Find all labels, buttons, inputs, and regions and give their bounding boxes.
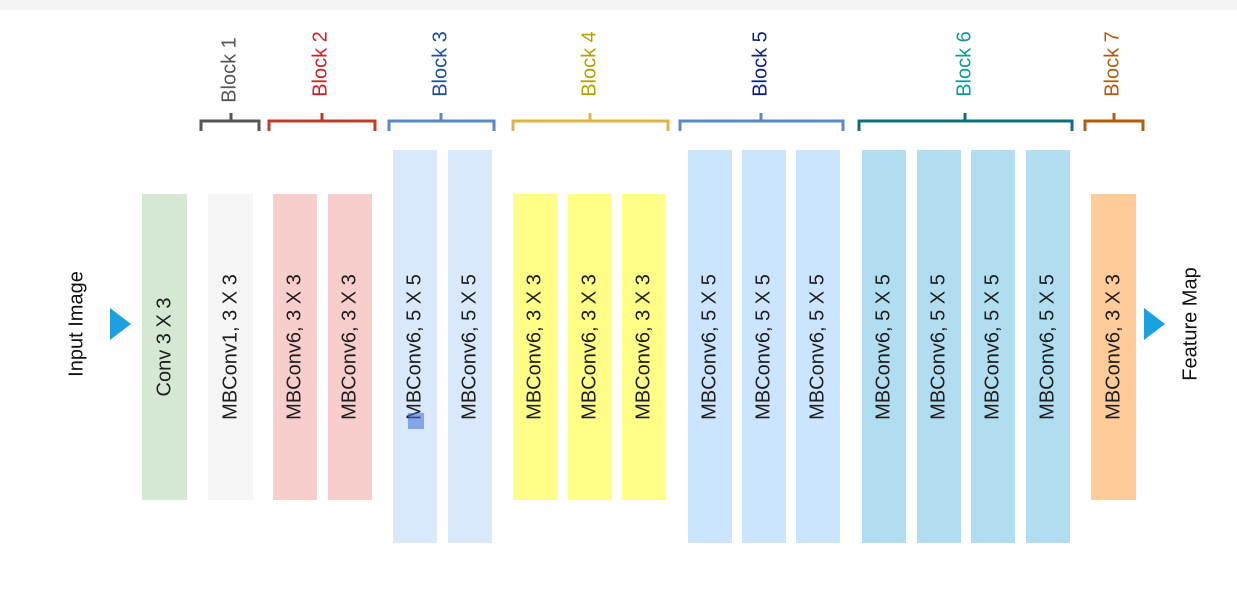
layer-label: MBConv6, 3 X 3: [283, 274, 306, 420]
layer-block6: MBConv6, 5 X 5: [1026, 150, 1070, 543]
layer-block1: MBConv1, 3 X 3: [208, 194, 253, 500]
layer-label: MBConv6, 5 X 5: [927, 273, 950, 420]
layer-block2: MBConv6, 3 X 3: [328, 194, 372, 500]
layer-block4: MBConv6, 3 X 3: [568, 194, 612, 500]
block-2-label: Block 2: [309, 31, 332, 97]
layer-label: MBConv6, 5 X 5: [981, 273, 1004, 420]
layer-label: MBConv6, 3 X 3: [1102, 274, 1124, 420]
layer-label: MBConv6, 5 X 5: [458, 273, 481, 420]
layer-block3: MBConv6, 5 X 5: [393, 150, 437, 543]
layer-block6: MBConv6, 5 X 5: [971, 150, 1015, 543]
block-2-brace: [267, 113, 377, 131]
block-3-label: Block 3: [429, 31, 452, 97]
block-7-brace: [1083, 113, 1145, 131]
layer-label: MBConv6, 5 X 5: [752, 273, 775, 420]
layer-conv: Conv 3 X 3: [142, 194, 187, 500]
layer-block5: MBConv6, 5 X 5: [688, 150, 732, 543]
block-1-brace: [199, 113, 261, 131]
layer-label: MBConv6, 5 X 5: [872, 273, 895, 420]
layer-label: MBConv6, 3 X 3: [523, 274, 546, 420]
selection-cursor: [408, 413, 424, 429]
block-7-label: Block 7: [1101, 31, 1124, 97]
output-arrow-icon: [1144, 308, 1165, 340]
layer-block4: MBConv6, 3 X 3: [513, 194, 557, 500]
layer-label: MBConv6, 5 X 5: [403, 273, 426, 420]
block-6-label: Block 6: [953, 31, 976, 97]
top-strip: [0, 0, 1237, 10]
layer-label: Conv 3 X 3: [153, 297, 175, 397]
layer-block4: MBConv6, 3 X 3: [622, 194, 666, 500]
block-1-label: Block 1: [218, 37, 241, 103]
layer-block5: MBConv6, 5 X 5: [796, 150, 840, 543]
block-4-brace: [511, 113, 670, 131]
block-6-brace: [857, 113, 1074, 131]
block-4-label: Block 4: [578, 31, 601, 97]
layer-block7: MBConv6, 3 X 3: [1091, 194, 1136, 500]
layer-label: MBConv6, 5 X 5: [1036, 273, 1059, 420]
layer-block6: MBConv6, 5 X 5: [917, 150, 961, 543]
layer-block5: MBConv6, 5 X 5: [742, 150, 786, 543]
block-3-brace: [387, 113, 496, 131]
layer-block6: MBConv6, 5 X 5: [862, 150, 906, 543]
block-5-label: Block 5: [749, 31, 772, 97]
layer-label: MBConv1, 3 X 3: [219, 274, 241, 420]
layer-label: MBConv6, 3 X 3: [578, 274, 601, 420]
layer-label: MBConv6, 3 X 3: [338, 274, 361, 420]
layer-block3: MBConv6, 5 X 5: [448, 150, 492, 543]
input-arrow-icon: [110, 308, 131, 340]
layer-label: MBConv6, 5 X 5: [698, 273, 721, 420]
layer-label: MBConv6, 5 X 5: [806, 273, 829, 420]
layer-label: MBConv6, 3 X 3: [632, 274, 655, 420]
layer-block2: MBConv6, 3 X 3: [273, 194, 317, 500]
block-5-brace: [678, 113, 845, 131]
